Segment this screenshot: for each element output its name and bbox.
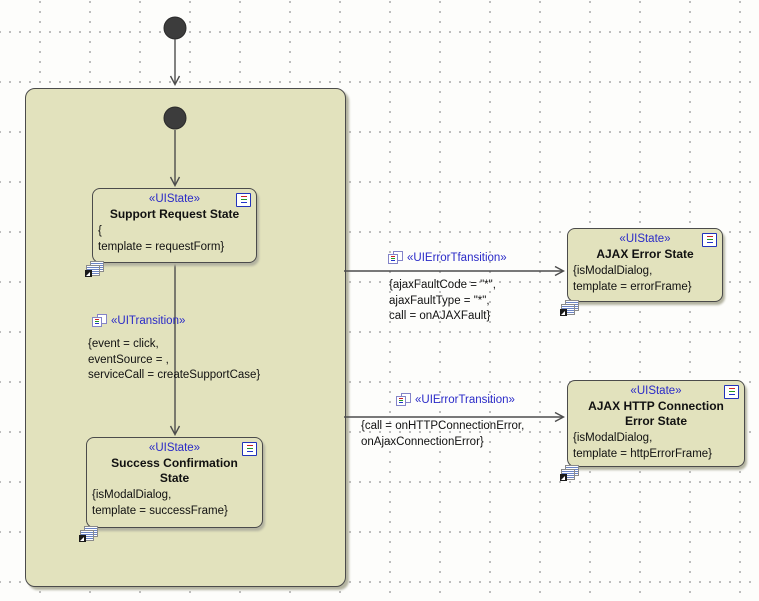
- compartments-icon[interactable]: [702, 233, 717, 247]
- state-attribute: template = errorFrame}: [573, 280, 692, 293]
- diagram-shortcut-icon[interactable]: [85, 261, 104, 277]
- state-attribute: template = httpErrorFrame}: [573, 447, 713, 460]
- state-success-confirmation[interactable]: «UIState» Success Confirmation State {is…: [79, 437, 263, 542]
- transition-label-uitransition[interactable]: «UITransition»: [92, 314, 185, 327]
- shortcut-arrow-icon: [560, 309, 567, 316]
- stereotype-label: «UIState»: [148, 442, 201, 454]
- edge-initial-to-composite[interactable]: [169, 39, 181, 86]
- transition-stereotype: «UIErrorTransition»: [415, 393, 515, 406]
- transition-label-uierror-http-conn[interactable]: «UIErrorTransition»: [396, 393, 515, 406]
- transition-stereotype: «UIErrorTfansition»: [407, 251, 507, 264]
- edge-to-ajax-http-error[interactable]: [344, 411, 565, 423]
- shortcut-arrow-icon: [560, 474, 567, 481]
- state-title: Support Request State: [109, 207, 240, 221]
- transition-attribute: ajaxFaultType = "*",: [389, 294, 490, 307]
- initial-node-outer[interactable]: [163, 16, 187, 40]
- stereotype-pages-icon: [92, 314, 107, 327]
- transition-attribute: {ajaxFaultCode = "*",: [389, 279, 496, 291]
- state-attribute: {isModalDialog,: [92, 489, 172, 501]
- diagram-shortcut-icon[interactable]: [560, 465, 579, 481]
- state-attribute: template = requestForm}: [98, 240, 225, 253]
- diagram-shortcut-icon[interactable]: [560, 300, 579, 316]
- stereotype-label: «UIState»: [630, 385, 682, 397]
- state-ajax-http-connection-error[interactable]: «UIState» AJAX HTTP Connection Error Sta…: [560, 380, 745, 481]
- state-attribute: {: [98, 225, 102, 237]
- transition-attrs-http-conn[interactable]: {call = onHTTPConnectionError, onAjaxCon…: [361, 419, 524, 450]
- state-attribute: {isModalDialog,: [573, 432, 653, 444]
- transition-attribute: {call = onHTTPConnectionError,: [361, 420, 525, 432]
- stereotype-label: «UIState»: [619, 233, 671, 245]
- stereotype-pages-icon: [388, 251, 403, 264]
- diagram-shortcut-icon[interactable]: [79, 526, 98, 542]
- edge-support-to-success[interactable]: [169, 263, 181, 436]
- stereotype-pages-icon: [396, 393, 411, 406]
- state-attribute: {isModalDialog,: [573, 265, 653, 277]
- edge-to-ajax-error[interactable]: [344, 265, 565, 277]
- shortcut-arrow-icon: [85, 270, 92, 277]
- transition-label-uierror-ajax-fault[interactable]: «UIErrorTfansition»: [388, 251, 507, 264]
- compartments-icon[interactable]: [236, 193, 251, 207]
- transition-attrs-ajax-fault[interactable]: {ajaxFaultCode = "*", ajaxFaultType = "*…: [389, 278, 496, 325]
- state-attribute: template = successFrame}: [92, 504, 228, 517]
- transition-attribute: serviceCall = createSupportCase}: [88, 369, 261, 381]
- transition-stereotype: «UITransition»: [111, 314, 186, 327]
- compartments-icon[interactable]: [724, 385, 739, 399]
- stereotype-label: «UIState»: [148, 193, 201, 205]
- state-title: Success Confirmation State: [111, 456, 238, 485]
- state-title: AJAX Error State: [596, 247, 694, 261]
- transition-attribute: call = onAJAXFault}: [389, 310, 491, 322]
- state-support-request[interactable]: «UIState» Support Request State { templa…: [85, 188, 257, 277]
- initial-node-inner[interactable]: [163, 106, 187, 130]
- compartments-icon[interactable]: [242, 442, 257, 456]
- transition-attribute: onAjaxConnectionError}: [361, 435, 484, 448]
- transition-attribute: eventSource = ,: [88, 353, 169, 366]
- shortcut-arrow-icon: [79, 535, 86, 542]
- transition-attribute: {event = click,: [88, 338, 159, 350]
- edge-inner-initial-to-support[interactable]: [169, 130, 181, 187]
- state-title: AJAX HTTP Connection Error State: [588, 399, 724, 428]
- transition-attrs-uitransition[interactable]: {event = click, eventSource = , serviceC…: [88, 337, 260, 384]
- state-ajax-error[interactable]: «UIState» AJAX Error State {isModalDialo…: [560, 228, 723, 316]
